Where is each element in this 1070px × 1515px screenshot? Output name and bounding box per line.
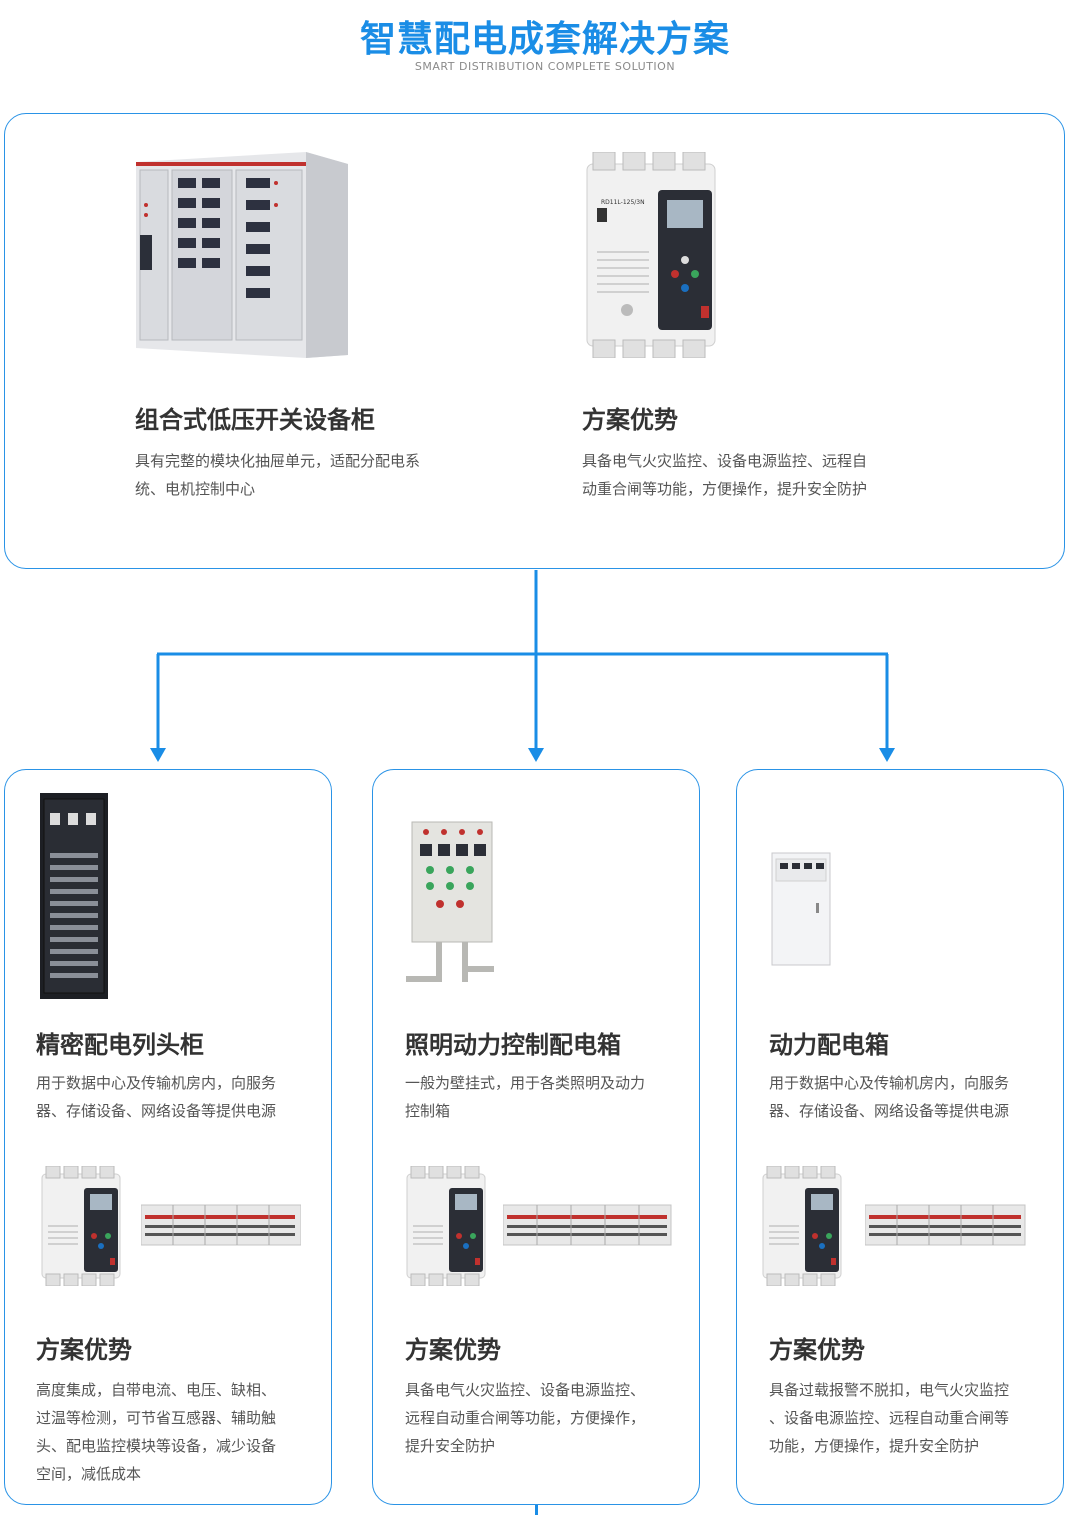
power-box-image xyxy=(770,851,832,969)
card-a-adv-line3: 头、配电监控模块等设备，减少设备 xyxy=(36,1437,277,1455)
card-b-desc-line2: 控制箱 xyxy=(405,1102,451,1120)
card-c-adv-line2: 、设备电源监控、远程自动重合闸等 xyxy=(769,1409,1010,1427)
card-a-adv-heading: 方案优势 xyxy=(36,1336,132,1364)
card-a-heading: 精密配电列头柜 xyxy=(36,1031,204,1059)
card-c-desc-line2: 器、存储设备、网络设备等提供电源 xyxy=(769,1102,1010,1120)
top-right-heading: 方案优势 xyxy=(582,406,678,434)
card-b-heading: 照明动力控制配电箱 xyxy=(405,1031,621,1059)
card-b-din-modules xyxy=(503,1201,673,1249)
card-c-breaker-image xyxy=(761,1166,843,1286)
top-left-desc-line2: 统、电机控制中心 xyxy=(135,480,256,498)
top-right-desc-line1: 具备电气火灾监控、设备电源监控、远程自 xyxy=(582,452,868,470)
card-c-adv-line3: 功能，方便操作，提升安全防护 xyxy=(769,1437,980,1455)
rack-cabinet-image xyxy=(40,793,110,1001)
svg-text:RD11L-125/3N: RD11L-125/3N xyxy=(601,199,645,206)
connector-tail xyxy=(535,1505,538,1515)
top-left-heading: 组合式低压开关设备柜 xyxy=(135,406,375,434)
card-b-adv-line3: 提升安全防护 xyxy=(405,1437,496,1455)
card-c-heading: 动力配电箱 xyxy=(769,1031,889,1059)
breaker-image: RD11L-125/3N xyxy=(583,152,719,358)
top-right-desc-line2: 动重合闸等功能，方便操作，提升安全防护 xyxy=(582,480,868,498)
switchgear-cabinet-image xyxy=(136,150,348,360)
page-subtitle: SMART DISTRIBUTION COMPLETE SOLUTION xyxy=(414,60,676,73)
card-a-desc-line2: 器、存储设备、网络设备等提供电源 xyxy=(36,1102,277,1120)
card-a-breaker-image xyxy=(40,1166,122,1286)
card-b-breaker-image xyxy=(405,1166,487,1286)
card-b-adv-line1: 具备电气火灾监控、设备电源监控、 xyxy=(405,1381,646,1399)
solution-card-power-box xyxy=(736,769,1064,1505)
top-left-desc-line1: 具有完整的模块化抽屉单元，适配分配电系 xyxy=(135,452,421,470)
card-c-adv-heading: 方案优势 xyxy=(769,1336,865,1364)
card-b-adv-line2: 远程自动重合闸等功能，方便操作， xyxy=(405,1409,646,1427)
card-a-desc-line1: 用于数据中心及传输机房内，向服务 xyxy=(36,1074,277,1092)
card-a-adv-line1: 高度集成，自带电流、电压、缺相、 xyxy=(36,1381,277,1399)
card-b-adv-heading: 方案优势 xyxy=(405,1336,501,1364)
card-a-adv-line4: 空间，减低成本 xyxy=(36,1465,142,1483)
card-c-desc-line1: 用于数据中心及传输机房内，向服务 xyxy=(769,1074,1010,1092)
card-c-adv-line1: 具备过载报警不脱扣，电气火灾监控 xyxy=(769,1381,1010,1399)
card-c-din-modules xyxy=(865,1201,1027,1249)
card-a-adv-line2: 过温等检测，可节省互感器、辅助触 xyxy=(36,1409,277,1427)
card-a-din-modules xyxy=(141,1201,301,1249)
page-title: 智慧配电成套解决方案 xyxy=(359,19,730,60)
lighting-box-image xyxy=(406,820,496,992)
card-b-desc-line1: 一般为壁挂式，用于各类照明及动力 xyxy=(405,1074,646,1092)
